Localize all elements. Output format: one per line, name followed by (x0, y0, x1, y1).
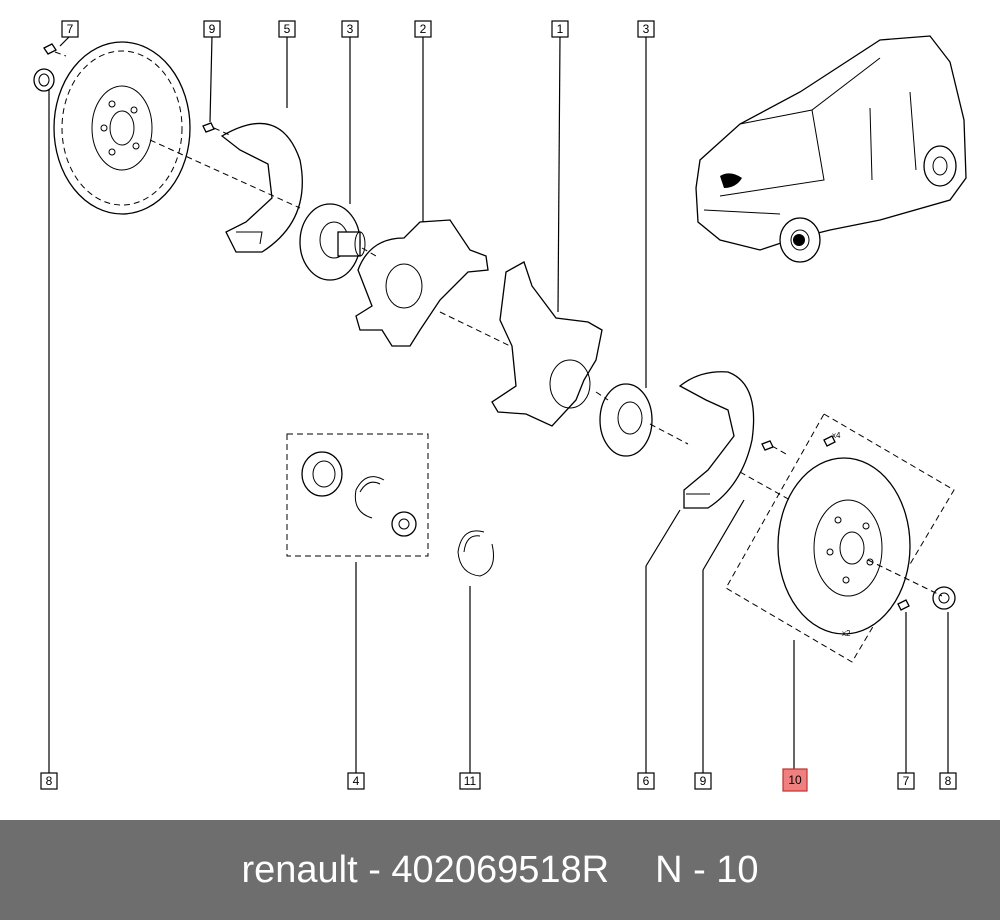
bearing-circlip-small (354, 476, 385, 519)
brake-disc-left (53, 41, 191, 215)
brake-disc-right (777, 457, 911, 635)
disc-screw (823, 435, 836, 447)
callout-3-left: 3 (341, 20, 359, 38)
footer-banner: renault - 402069518R N - 10 (0, 820, 1000, 920)
screw-9-top (202, 122, 215, 133)
svg-text:10: 10 (788, 773, 802, 787)
svg-text:8: 8 (945, 774, 952, 788)
steering-knuckle-right (491, 261, 603, 427)
callout-1: 1 (551, 20, 569, 38)
callout-7-bottom: 7 (897, 772, 915, 790)
wheel-bearing (301, 451, 343, 497)
screw-9-right (761, 440, 774, 451)
svg-text:11: 11 (464, 774, 477, 788)
svg-text:9: 9 (700, 774, 707, 788)
callout-7-top: 7 (61, 20, 79, 38)
svg-text:3: 3 (643, 22, 650, 36)
bearing-kit (286, 433, 429, 557)
callout-4: 4 (347, 772, 365, 790)
wheel-hub-right (599, 383, 653, 457)
callout-2: 2 (414, 20, 432, 38)
callout-10-highlighted: 10 (782, 768, 808, 792)
part-reference: renault - 402069518R (241, 848, 610, 891)
svg-text:4: 4 (353, 774, 360, 788)
screw-top-left (43, 43, 57, 55)
assembly-axis-lines (54, 51, 943, 597)
nut-top-left (33, 68, 55, 92)
circlip (457, 530, 494, 577)
wheel-screw (897, 599, 910, 611)
steering-knuckle-left (355, 219, 489, 347)
wheel-hub-left (299, 203, 366, 281)
svg-text:1: 1 (557, 22, 564, 36)
brake-disc-kit: x4 x2 (725, 413, 956, 663)
qty-x2-label: x2 (842, 629, 851, 638)
leader-lines (48, 35, 949, 773)
wheel-nut (932, 586, 956, 610)
svg-text:5: 5 (284, 22, 291, 36)
dust-shield-left (220, 122, 303, 253)
qty-x4-label: x4 (832, 431, 841, 440)
svg-text:8: 8 (46, 774, 53, 788)
callout-6: 6 (637, 772, 655, 790)
vehicle-illustration (695, 35, 967, 263)
svg-text:3: 3 (347, 22, 354, 36)
svg-text:7: 7 (67, 22, 74, 36)
svg-text:7: 7 (903, 774, 910, 788)
hub-nut (391, 511, 417, 537)
callout-8-right: 8 (939, 772, 957, 790)
exploded-parts-diagram: x4 x2 (33, 20, 967, 792)
svg-text:2: 2 (420, 22, 427, 36)
note-reference: N - 10 (655, 848, 759, 891)
callout-8-bottom: 8 (40, 772, 58, 790)
callout-11: 11 (459, 772, 481, 790)
callout-9-bottom: 9 (694, 772, 712, 790)
callout-9-top: 9 (203, 20, 221, 38)
callout-5: 5 (278, 20, 296, 38)
callout-3-right: 3 (637, 20, 655, 38)
dust-shield-right (678, 371, 755, 509)
svg-text:9: 9 (209, 22, 216, 36)
svg-text:6: 6 (643, 774, 650, 788)
